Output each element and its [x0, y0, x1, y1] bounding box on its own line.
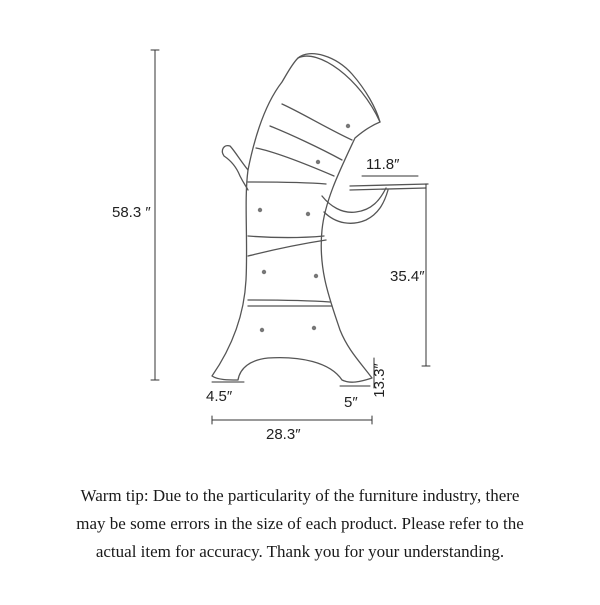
- table-width-label: 11.8″: [366, 156, 400, 173]
- drawer-knob: [311, 325, 317, 331]
- drawer-line: [247, 181, 327, 185]
- warm-tip-line: actual item for accuracy. Thank you for …: [95, 542, 505, 561]
- drawer-knob: [305, 211, 311, 217]
- drawer-line: [247, 299, 331, 303]
- foot-height-label: 13.3″: [370, 363, 388, 398]
- drawer-line: [269, 125, 343, 161]
- drawer-line: [281, 103, 353, 141]
- drawer-knob: [257, 207, 263, 213]
- cabinet-outline: [211, 55, 381, 383]
- drawer-line: [247, 239, 327, 257]
- warm-tip-line: Warm tip: Due to the particularity of th…: [80, 486, 520, 505]
- table-height-label: 35.4″: [390, 268, 425, 285]
- side-tray: [349, 183, 429, 187]
- drawer-knob: [259, 327, 265, 333]
- drawer-line: [255, 147, 335, 177]
- right-arm: [321, 187, 387, 213]
- right-arm: [323, 189, 389, 224]
- side-tray: [349, 187, 427, 191]
- drawer-knob: [315, 159, 321, 165]
- left-foot-label: 4.5″: [206, 388, 233, 405]
- drawer-knob: [313, 273, 319, 279]
- left-arm: [221, 144, 249, 191]
- total-width-label: 28.3″: [266, 426, 301, 443]
- right-foot-label: 5″: [344, 394, 358, 411]
- warm-tip-note: Warm tip: Due to the particularity of th…: [20, 482, 580, 566]
- drawer-knob: [261, 269, 267, 275]
- drawer-knob: [345, 123, 351, 129]
- drawer-line: [247, 235, 325, 239]
- warm-tip-line: may be some errors in the size of each p…: [76, 514, 524, 533]
- cabinet-top: [297, 53, 381, 123]
- total-height-label: 58.3 ″: [112, 204, 151, 221]
